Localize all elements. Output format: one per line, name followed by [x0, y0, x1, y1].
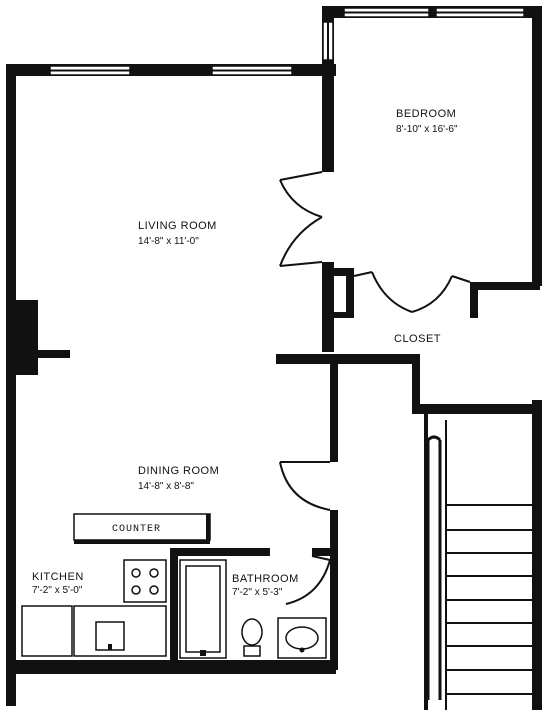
bathroom-fixtures	[179, 559, 327, 659]
stairs	[424, 414, 532, 710]
kitchen-fixtures	[21, 513, 211, 657]
windows	[49, 7, 525, 76]
kitchen-size: 7'-2" x 5'-0"	[32, 585, 83, 596]
bedroom-size: 8'-10" x 16'-6"	[396, 124, 458, 135]
dining-room-label: DINING ROOM	[138, 465, 219, 477]
doors	[279, 171, 471, 605]
living-room-label: LIVING ROOM	[138, 220, 217, 232]
closet-label: CLOSET	[394, 333, 441, 345]
stove	[123, 559, 167, 603]
toilet	[241, 618, 263, 646]
refrigerator	[21, 605, 73, 657]
dining-room-size: 14'-8" x 8'-8"	[138, 481, 194, 492]
bedroom-label: BEDROOM	[396, 108, 456, 120]
bathroom-size: 7'-2" x 5'-3"	[232, 587, 283, 598]
room-labels: BEDROOM 8'-10" x 16'-6" LIVING ROOM 14'-…	[32, 108, 458, 598]
counter-label: COUNTER	[112, 524, 161, 535]
bathroom-label: BATHROOM	[232, 573, 299, 585]
exterior-walls	[6, 6, 542, 710]
bathroom-sink	[285, 626, 319, 650]
kitchen-label: KITCHEN	[32, 571, 84, 583]
stair-treads	[446, 504, 532, 695]
interior-walls	[170, 76, 542, 670]
living-room-size: 14'-8" x 11'-0"	[138, 236, 199, 247]
